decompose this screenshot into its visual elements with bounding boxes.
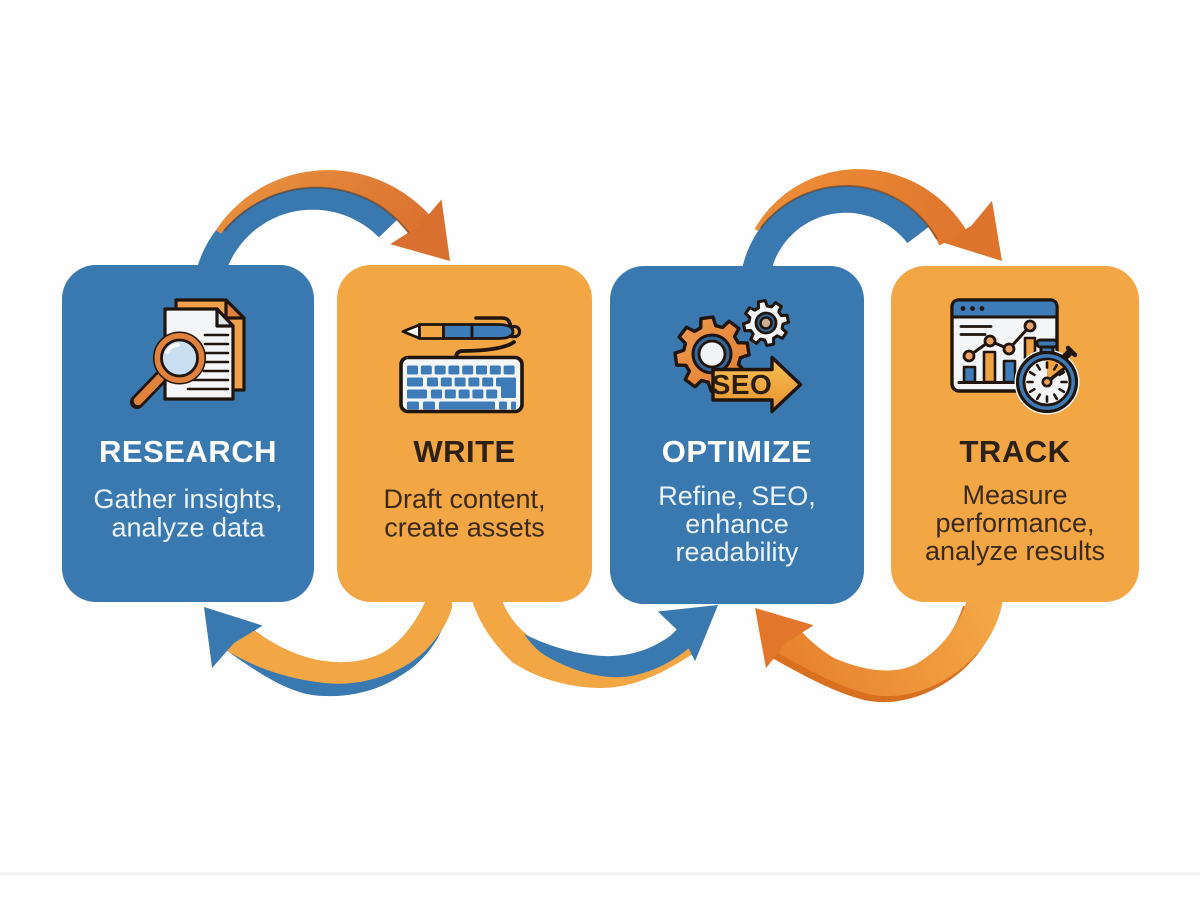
- svg-text:TRACK: TRACK: [960, 434, 1071, 469]
- svg-text:performance,: performance,: [935, 508, 1094, 538]
- svg-text:analyze results: analyze results: [925, 536, 1105, 566]
- svg-text:Refine, SEO,: Refine, SEO,: [658, 481, 816, 511]
- svg-text:RESEARCH: RESEARCH: [99, 434, 277, 469]
- svg-text:enhance: enhance: [685, 509, 789, 539]
- svg-text:Measure: Measure: [962, 480, 1067, 510]
- svg-text:WRITE: WRITE: [413, 434, 515, 469]
- svg-text:create assets: create assets: [384, 512, 545, 542]
- svg-text:readability: readability: [675, 537, 799, 567]
- svg-text:Draft content,: Draft content,: [383, 484, 545, 514]
- svg-text:analyze data: analyze data: [111, 512, 265, 542]
- svg-text:Gather insights,: Gather insights,: [93, 484, 282, 514]
- svg-text:SEO: SEO: [712, 369, 773, 400]
- svg-text:OPTIMIZE: OPTIMIZE: [662, 434, 812, 469]
